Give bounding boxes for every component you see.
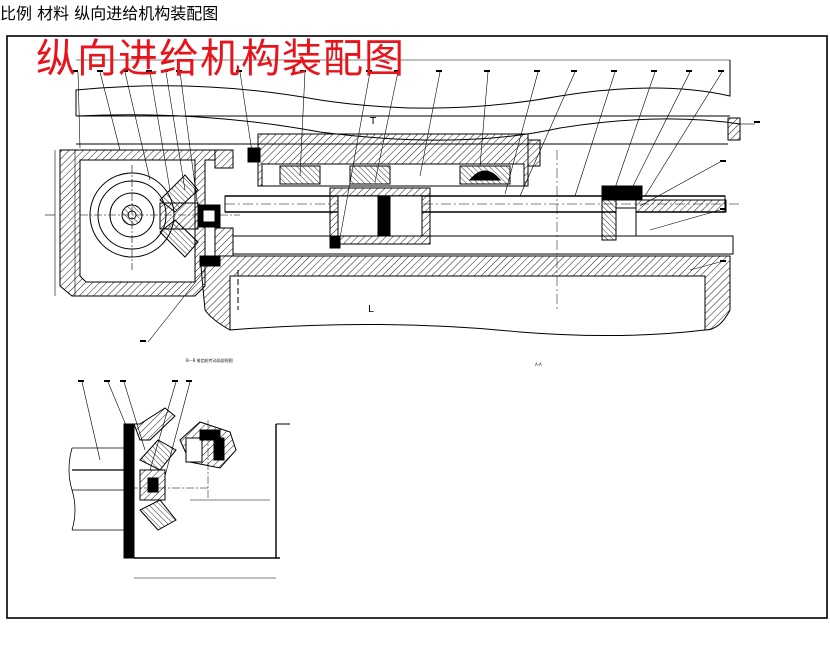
title-block-scale: 比例 [0, 4, 33, 23]
bevel-gear-detail-view [68, 380, 290, 579]
title-block-material: 材料 [37, 4, 70, 23]
main-view-mark-top: T [369, 116, 377, 127]
bevel-view-label: B—B 锥齿轮传动局部视图 [186, 358, 233, 363]
drawing-title: 纵向进给机构装配图 [36, 36, 405, 82]
main-view-mark-bottom: L [368, 304, 374, 315]
title-block-name: 纵向进给机构装配图 [74, 4, 219, 23]
main-assembly-view [45, 59, 760, 343]
section-label-aa: A-A [535, 362, 542, 367]
drawing-frame [6, 35, 828, 619]
